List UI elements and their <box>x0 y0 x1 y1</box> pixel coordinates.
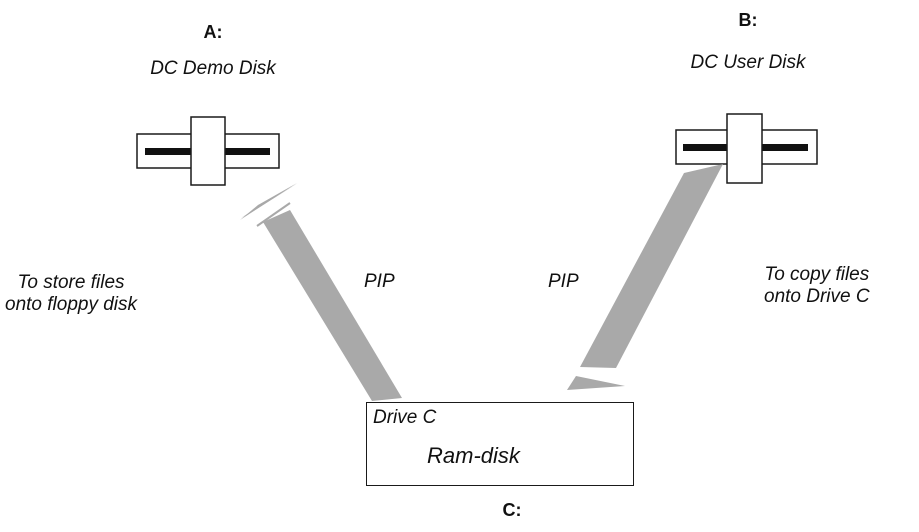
store-files-note-line-2: onto floppy disk <box>5 293 138 315</box>
drive-b-disk-name: DC User Disk <box>690 52 806 73</box>
drive-c-title: Drive C <box>373 407 437 428</box>
store-files-note-line-1: To store files <box>17 272 125 293</box>
copy-files-note: To copy files onto Drive C <box>764 264 870 308</box>
drive-b-letter: B: <box>738 10 758 30</box>
drive-b-floppy-icon <box>675 113 818 184</box>
copy-files-note-line-2: onto Drive C <box>764 285 870 307</box>
drive-c-letter: C: <box>502 500 522 520</box>
drive-c-subtitle: Ram-disk <box>427 443 520 468</box>
right-arrow-icon <box>567 164 723 390</box>
drive-c-ramdisk-box: Drive C Ram-disk <box>366 402 634 486</box>
left-arrow-pip-label: PIP <box>364 271 395 292</box>
drive-a-disk-name: DC Demo Disk <box>150 58 276 79</box>
right-arrow-pip-label: PIP <box>548 271 579 292</box>
copy-files-note-line-1: To copy files <box>764 264 870 285</box>
drive-a-letter: A: <box>203 22 223 42</box>
left-arrow-icon <box>240 183 402 401</box>
store-files-note: To store files onto floppy disk <box>5 272 137 316</box>
drive-a-floppy-icon <box>136 116 280 186</box>
